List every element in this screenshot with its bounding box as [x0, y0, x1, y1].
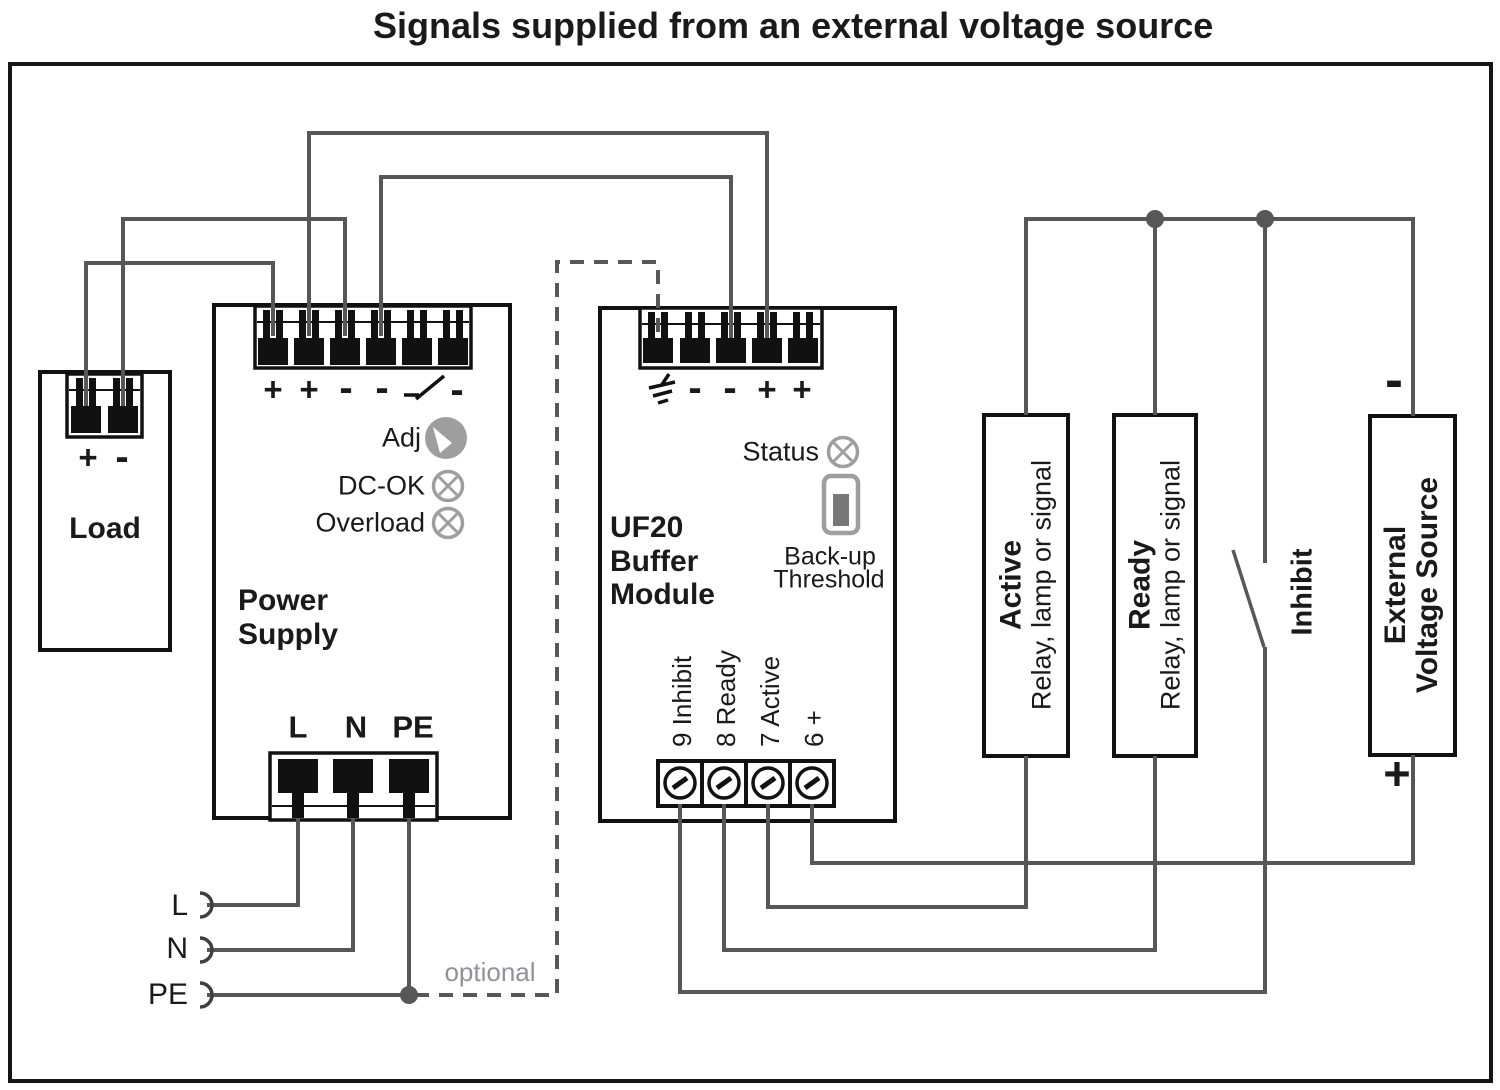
mains-l-label: L: [171, 888, 188, 922]
uf20-pin7-label: 7 Active: [755, 655, 785, 747]
uf20-title-line2: Buffer: [610, 544, 699, 578]
evs-plus-label: +: [1383, 746, 1411, 800]
backup-label-line1: Back-up: [784, 542, 876, 571]
uf20-terminal-minus-1: -: [688, 366, 702, 410]
status-label: Status: [742, 436, 819, 467]
power-supply-title: Power Supply: [238, 584, 338, 651]
inhibit-switch-label: Inhibit: [1286, 492, 1319, 692]
evs-minus-label: -: [1385, 350, 1403, 411]
power-supply-title-line1: Power: [238, 584, 329, 617]
optional-label: optional: [444, 956, 536, 987]
ps-terminal-minus-2: -: [375, 366, 389, 410]
ready-subtitle: Relay, lamp or signal: [1155, 459, 1186, 711]
diagram-title: Signals supplied from an external voltag…: [373, 5, 1214, 46]
active-subtitle: Relay, lamp or signal: [1026, 459, 1057, 711]
power-supply-title-line2: Supply: [238, 617, 339, 651]
uf20-pin9-label: 9 Inhibit: [667, 655, 697, 747]
ps-input-pe-label: PE: [392, 709, 434, 745]
uf20-pin6-label: 6 +: [799, 710, 829, 747]
ps-terminal-plus-1: +: [263, 370, 283, 408]
external-voltage-source-label: External Voltage Source: [1379, 415, 1444, 755]
evs-title-line1: External: [1379, 525, 1413, 645]
uf20-terminal-minus-2: -: [723, 366, 737, 410]
diagram-border: [8, 62, 1493, 1083]
load-minus-label: -: [115, 435, 129, 479]
uf20-terminal-plus-2: +: [792, 370, 812, 408]
overload-label: Overload: [315, 507, 425, 538]
ready-relay-label: Ready Relay, lamp or signal: [1123, 415, 1186, 755]
uf20-pin8-label: 8 Ready: [711, 650, 741, 747]
mains-pe-label: PE: [147, 977, 188, 1011]
dc-ok-label: DC-OK: [338, 470, 425, 501]
uf20-terminal-plus-1: +: [757, 370, 777, 408]
mains-n-label: N: [166, 931, 188, 965]
inhibit-label: Inhibit: [1286, 548, 1319, 636]
adj-label: Adj: [381, 422, 421, 453]
ps-terminal-minus-3: -: [450, 368, 464, 412]
load-plus-label: +: [78, 438, 98, 476]
ps-terminal-plus-2: +: [299, 370, 319, 408]
uf20-title-line1: UF20: [610, 511, 684, 544]
load-title: Load: [69, 512, 141, 546]
ps-input-l-label: L: [288, 709, 308, 745]
active-relay-label: Active Relay, lamp or signal: [994, 415, 1057, 755]
active-title: Active: [994, 539, 1028, 631]
load-box: [38, 370, 172, 652]
uf20-title: UF20 Buffer Module: [610, 511, 715, 612]
external-voltage-source-box: [1368, 414, 1457, 757]
uf20-title-line3: Module: [610, 578, 715, 612]
ps-terminal-minus-1: -: [339, 366, 353, 410]
evs-title-line2: Voltage Source: [1411, 476, 1444, 694]
ready-title: Ready: [1123, 539, 1157, 631]
ps-input-n-label: N: [344, 709, 368, 745]
backup-label-line2: Threshold: [773, 565, 885, 594]
